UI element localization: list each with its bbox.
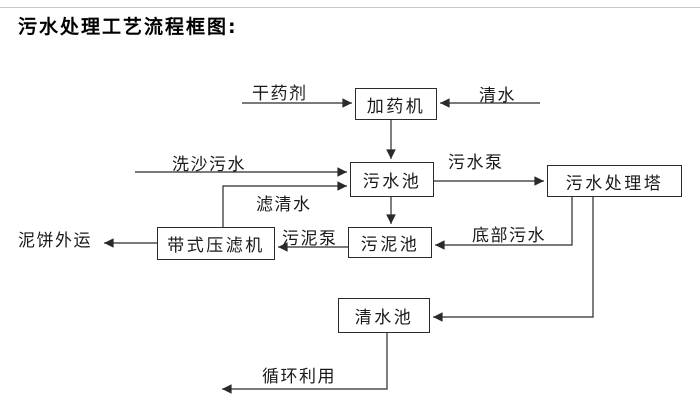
node-clean-water-pool: 清水池	[338, 298, 430, 333]
label-sewage-pump: 污水泵	[448, 153, 504, 173]
label-clean-water: 清水	[479, 86, 516, 106]
label-filtered-water: 滤清水	[256, 195, 312, 215]
label-bottom-sewage: 底部污水	[472, 226, 546, 246]
node-sludge-pool: 污泥池	[348, 227, 432, 258]
node-belt-filter-press: 带式压滤机	[157, 227, 275, 260]
label-sand-washing-sewage: 洗沙污水	[172, 155, 246, 175]
label-sludge-cake-out: 泥饼外运	[18, 231, 92, 251]
node-dosing-machine: 加药机	[355, 88, 437, 120]
node-sewage-pool: 污水池	[350, 162, 434, 197]
label-dry-chemical: 干药剂	[252, 84, 308, 104]
diagram-title: 污水处理工艺流程框图:	[18, 16, 238, 38]
image-top-border	[0, 7, 700, 8]
label-recycling: 循环利用	[262, 367, 336, 387]
label-sludge-pump: 污泥泵	[282, 229, 338, 249]
node-treatment-tower: 污水处理塔	[547, 165, 682, 197]
edge-tower-to-clean-water-pool	[432, 197, 594, 322]
